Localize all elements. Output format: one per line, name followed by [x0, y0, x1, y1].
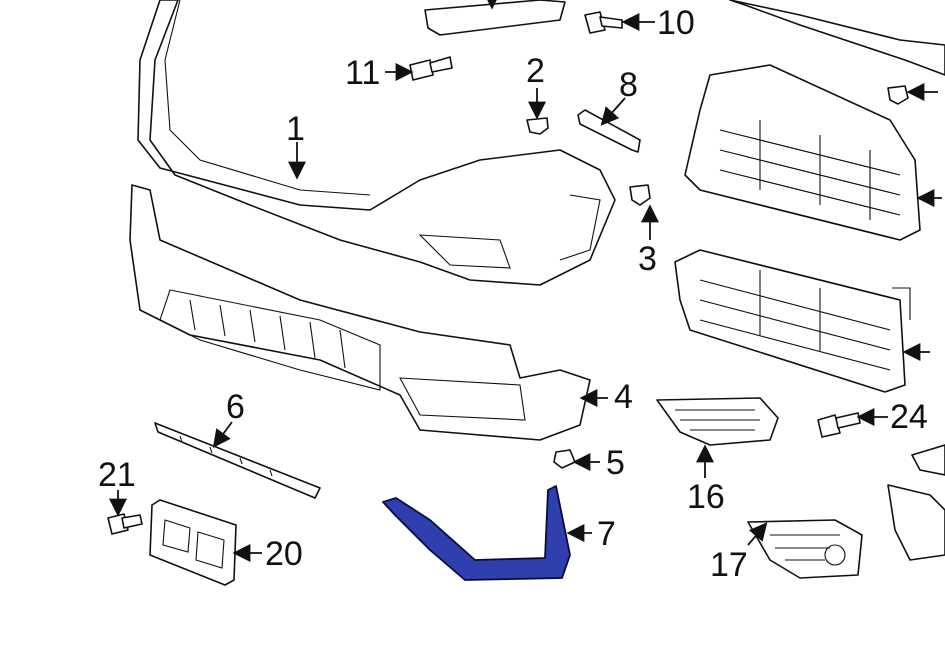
- lower-shutter-part: [674, 249, 911, 393]
- leader-line: [212, 421, 233, 448]
- vent-trim-part: [656, 397, 779, 446]
- leader-line: [747, 522, 768, 546]
- callout-16: 16: [687, 478, 725, 516]
- callout-11: 11: [345, 54, 380, 92]
- callout-1: 1: [286, 110, 305, 148]
- molding-strip-part: [154, 422, 321, 499]
- side-bracket-part: [887, 444, 945, 561]
- bolt-icon: [107, 513, 143, 535]
- top-bracket-part: [424, 0, 566, 36]
- callout-5: 5: [606, 444, 625, 482]
- fog-bezel-part: [747, 519, 863, 579]
- callout-10: 10: [657, 4, 695, 42]
- callout-8: 8: [619, 66, 638, 104]
- callout-3: 3: [638, 240, 657, 278]
- bolt-icon: [584, 11, 623, 34]
- callout-2: 2: [526, 52, 545, 90]
- callout-21: 21: [98, 456, 136, 494]
- reinforcement-beam-part: [729, 0, 945, 76]
- upper-shutter-part: [684, 64, 921, 241]
- callout-7: 7: [597, 515, 616, 553]
- clip-icon: [887, 85, 909, 105]
- lower-bumper-part: [129, 184, 591, 441]
- screw-icon: [629, 184, 651, 206]
- bumper-cover-part: [137, 0, 616, 286]
- callout-20: 20: [265, 535, 303, 573]
- callout-24: 24: [890, 398, 928, 436]
- callout-17: 17: [710, 546, 748, 584]
- leader-line: [600, 97, 626, 126]
- clip-icon: [553, 449, 576, 469]
- highlighted-bracket-part: [382, 485, 571, 581]
- bracket-part: [577, 109, 641, 153]
- clip-icon: [526, 117, 549, 135]
- bolt-icon: [409, 56, 453, 81]
- callout-6: 6: [226, 388, 245, 426]
- callout-4: 4: [614, 378, 633, 416]
- plate-bracket-part: [149, 499, 237, 586]
- bolt-icon: [817, 412, 861, 438]
